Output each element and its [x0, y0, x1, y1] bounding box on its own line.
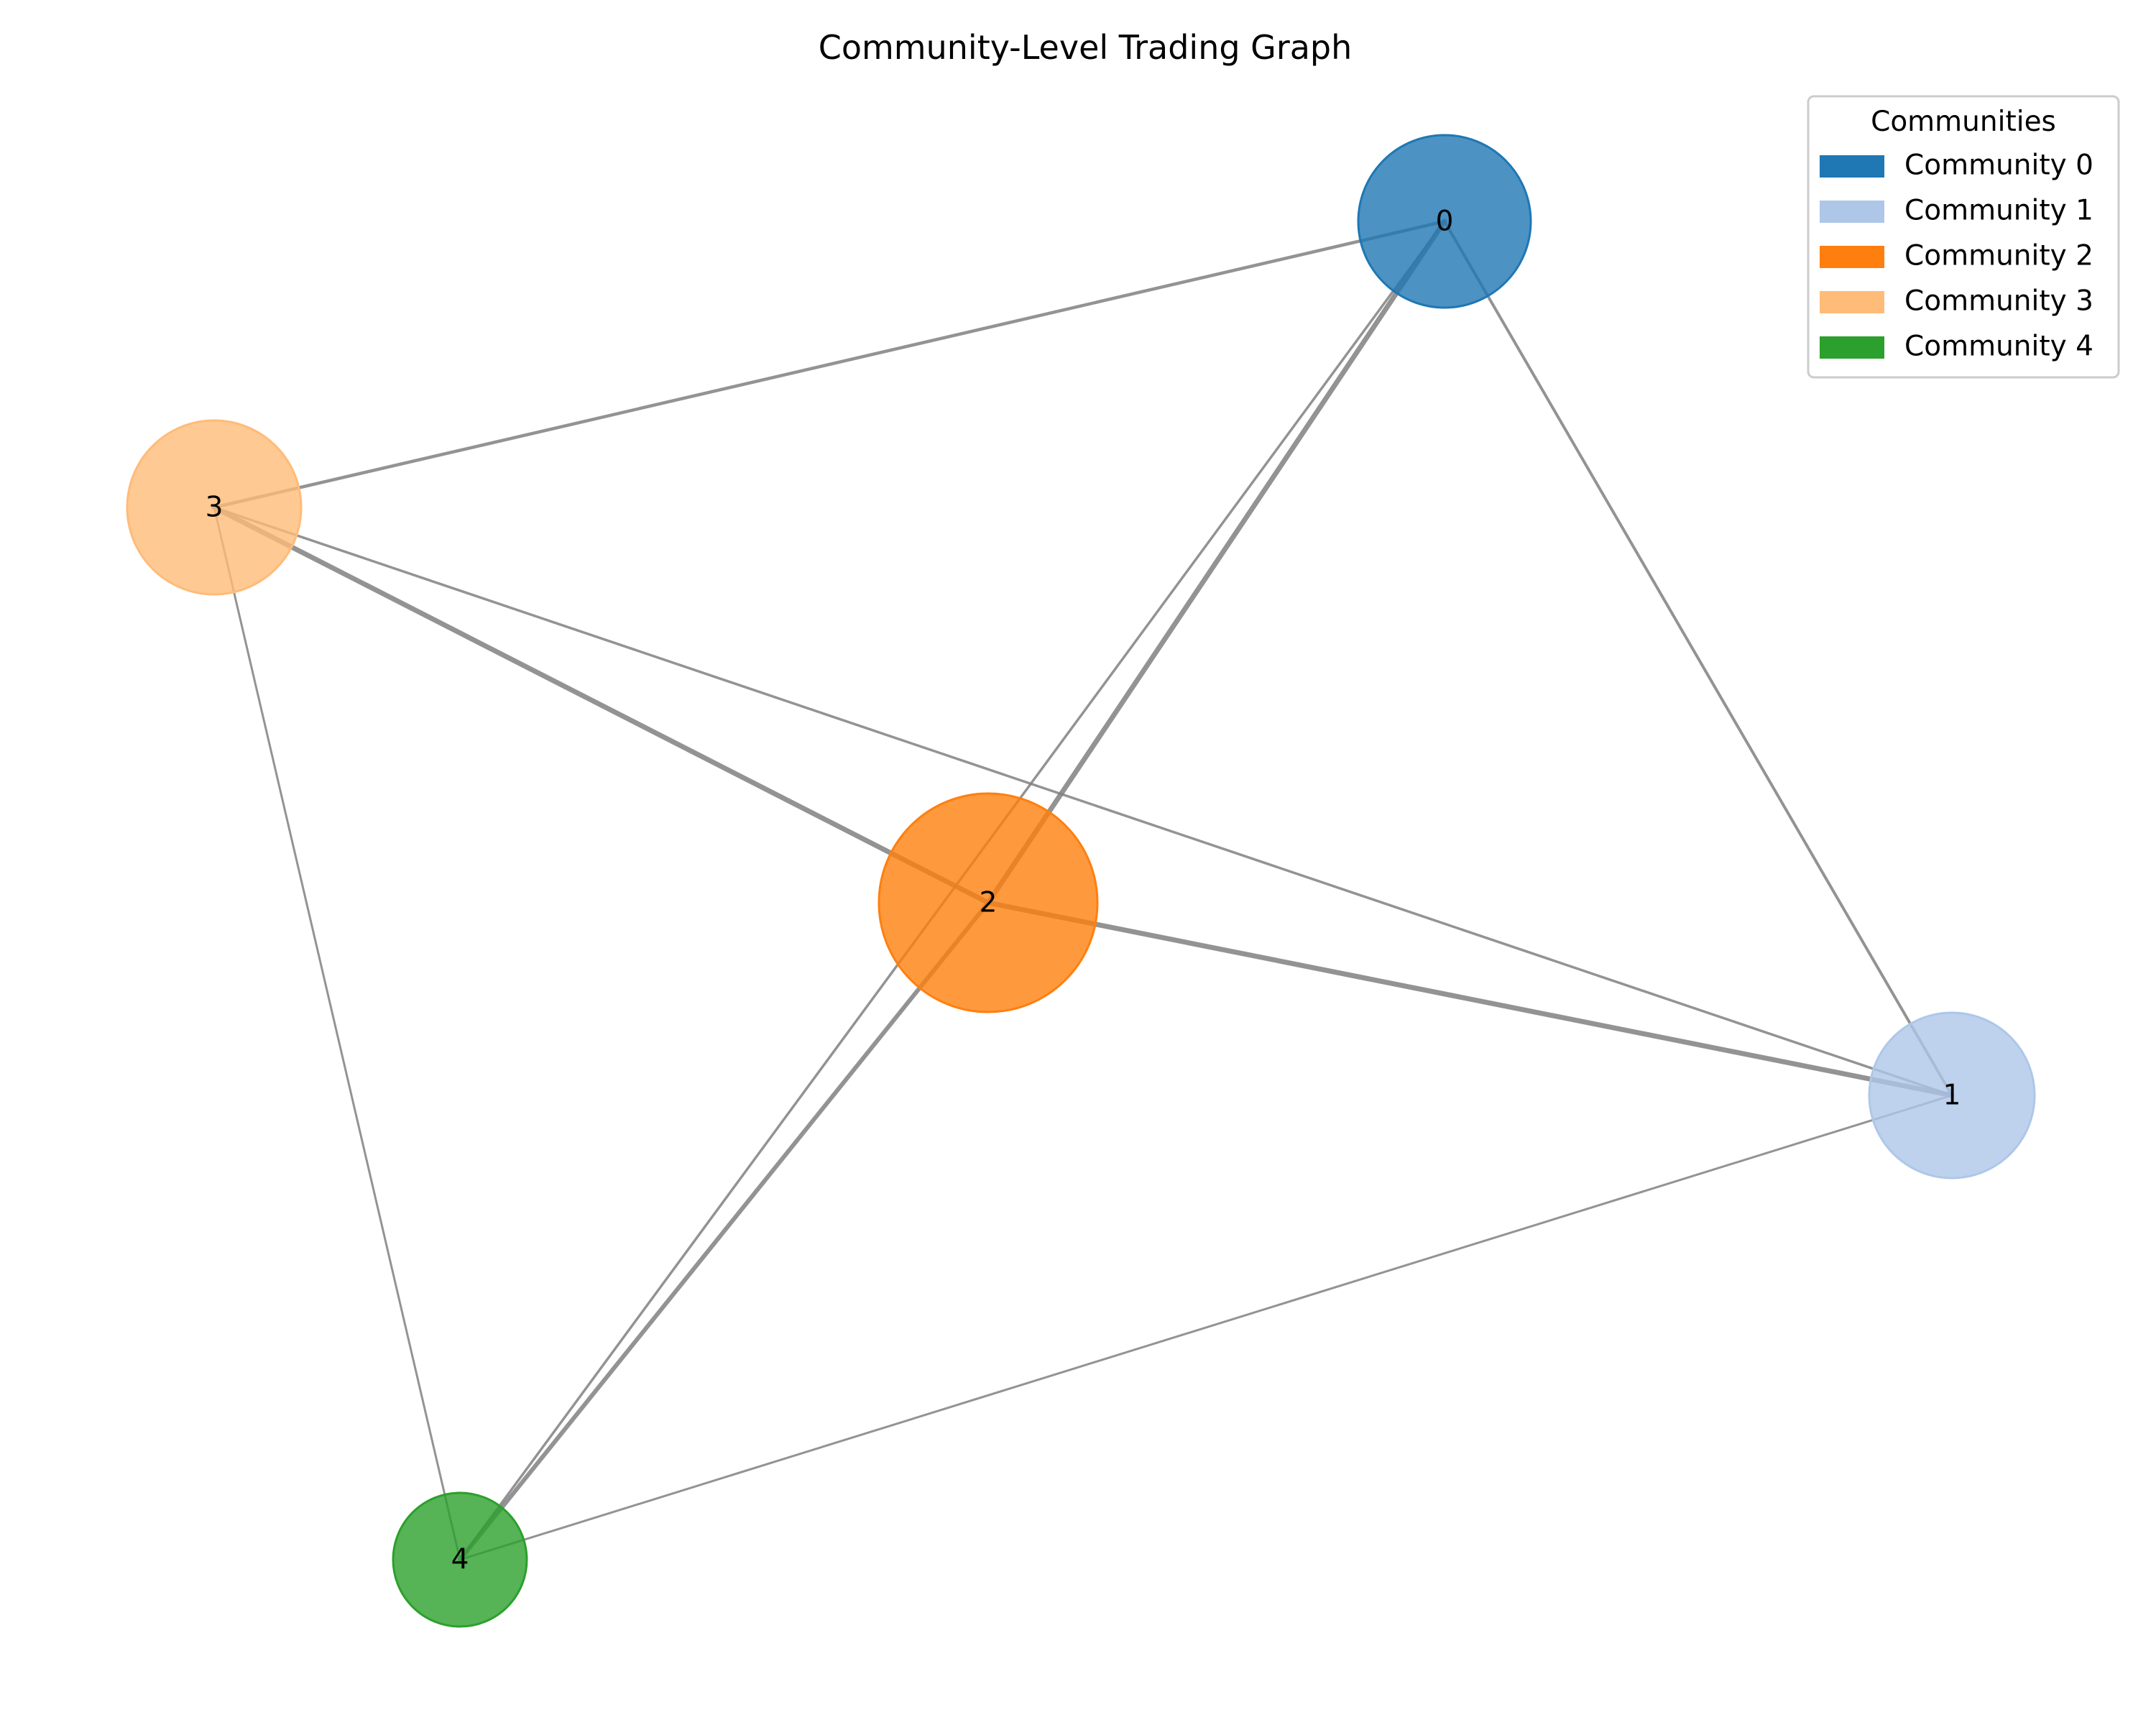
legend-title: Communities	[1871, 106, 2056, 138]
legend-frame	[1807, 95, 2120, 379]
node-3	[126, 419, 303, 596]
legend-item-4: Community 4	[1820, 331, 2093, 363]
node-0	[1357, 134, 1532, 309]
node-label-0: 0	[1436, 206, 1454, 238]
legend-swatch-2	[1820, 246, 1884, 268]
legend-label-4: Community 4	[1904, 331, 2093, 363]
legend-swatch-0	[1820, 155, 1884, 178]
legend-label-2: Community 2	[1904, 240, 2093, 272]
legend-swatch-3	[1820, 291, 1884, 313]
edge-2-0	[985, 218, 1447, 906]
labels-layer: 0 1 2 3 4	[206, 206, 1961, 1576]
chart-title: Community-Level Trading Graph	[819, 28, 1353, 67]
legend-label-0: Community 0	[1904, 150, 2093, 182]
edge-0-1	[1443, 220, 1953, 1097]
edge-3-4	[213, 506, 461, 1561]
node-1	[1868, 1011, 2036, 1179]
legend-items: Community 0 Community 1 Community 2 Communi…	[1820, 150, 2093, 363]
edge-3-1	[213, 506, 1953, 1097]
legend-label-1: Community 1	[1904, 195, 2093, 227]
legend-item-2: Community 2	[1820, 240, 2093, 272]
edge-3-2	[211, 505, 991, 906]
legend-item-0: Community 0	[1820, 150, 2093, 182]
edge-2-4	[458, 901, 990, 1562]
node-4	[392, 1491, 528, 1628]
legend-swatch-4	[1820, 336, 1884, 359]
edge-3-0	[212, 219, 1447, 510]
node-2	[877, 792, 1099, 1013]
node-label-3: 3	[206, 492, 224, 524]
legend-item-3: Community 3	[1820, 285, 2093, 318]
edge-2-1	[985, 900, 1955, 1098]
legend-label-3: Community 3	[1904, 285, 2093, 318]
legend-swatch-1	[1820, 201, 1884, 223]
node-label-1: 1	[1943, 1080, 1961, 1112]
node-label-2: 2	[980, 887, 998, 919]
nodes-layer	[126, 134, 2036, 1628]
edge-4-1	[459, 1094, 1953, 1561]
edges-layer	[211, 218, 1955, 1562]
node-label-4: 4	[451, 1544, 469, 1576]
legend-item-1: Community 1	[1820, 195, 2093, 227]
